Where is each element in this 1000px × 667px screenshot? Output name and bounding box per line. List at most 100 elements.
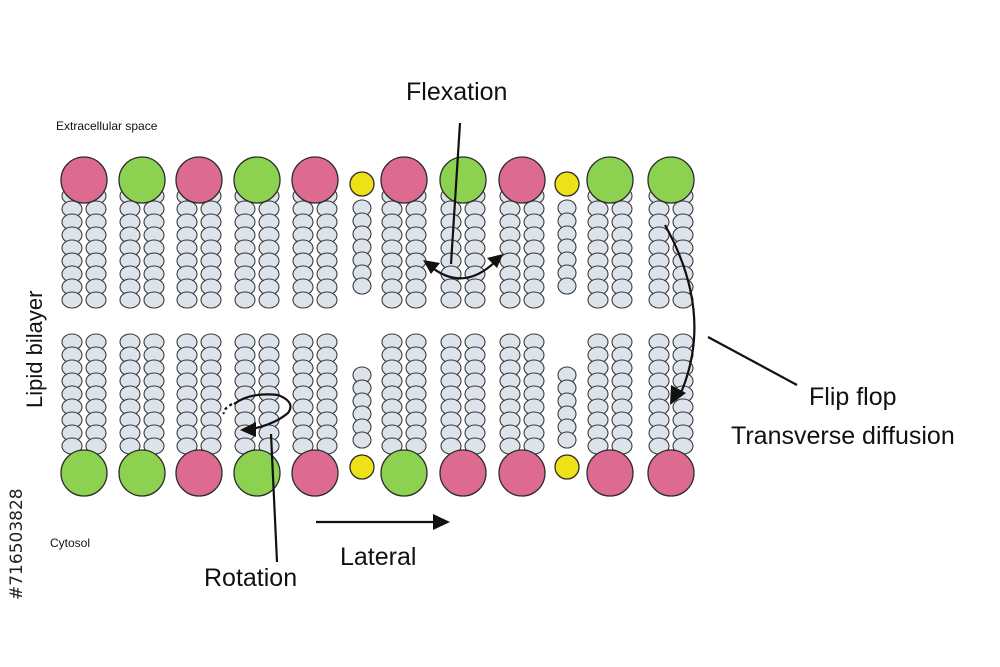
lipid-head-green — [118, 156, 166, 204]
top-tail-right — [258, 187, 280, 309]
top-tail-right — [85, 187, 107, 309]
top-tail-left — [587, 187, 609, 309]
tail-bead — [234, 291, 256, 309]
tail-bead — [464, 291, 486, 309]
tail-bead — [672, 291, 694, 309]
tail-bead — [523, 291, 545, 309]
rotation-dashed-back — [222, 403, 233, 415]
bottom-tail-right — [611, 333, 633, 455]
lipid-head-green — [586, 156, 634, 204]
bottom-tail-right — [85, 333, 107, 455]
lipid-tails — [61, 187, 694, 455]
lipid-head-yellow — [554, 454, 580, 480]
bottom-tail-right — [464, 333, 486, 455]
tail-bead — [611, 291, 633, 309]
tail-bead — [557, 431, 577, 449]
tail-bead — [352, 277, 372, 295]
lipid-head-pink — [498, 449, 546, 497]
extracellular-space-label: Extracellular space — [56, 119, 158, 133]
tail-bead — [61, 291, 83, 309]
bottom-tail-short — [557, 366, 577, 449]
flexation-pointer-line — [449, 122, 462, 265]
lipid-head-green — [233, 156, 281, 204]
bottom-tail-left — [234, 333, 256, 455]
lipid-head-green — [118, 449, 166, 497]
rotation-label: Rotation — [204, 564, 297, 592]
top-tail-right — [200, 187, 222, 309]
tail-bead — [119, 291, 141, 309]
lipid-head-pink — [439, 449, 487, 497]
flexation-label: Flexation — [406, 78, 507, 106]
lipid-bilayer-label: Lipid bilayer — [22, 291, 47, 408]
tail-bead — [381, 291, 403, 309]
bottom-tail-left — [119, 333, 141, 455]
lipid-heads — [60, 156, 695, 497]
bottom-tail-right — [405, 333, 427, 455]
flip-flop-label: Flip flop — [809, 383, 897, 411]
lipid-head-yellow — [554, 171, 580, 197]
tail-bead — [352, 431, 372, 449]
rotation-arrowhead — [240, 422, 256, 437]
lipid-head-pink — [586, 449, 634, 497]
flip-flop-arrowhead — [670, 385, 686, 405]
lipid-head-pink — [291, 156, 339, 204]
tail-bead — [648, 291, 670, 309]
top-tail-short — [352, 199, 372, 295]
bottom-tail-right — [258, 333, 280, 455]
bottom-tail-right — [523, 333, 545, 455]
lipid-head-yellow — [349, 454, 375, 480]
tail-bead — [176, 291, 198, 309]
lateral-label: Lateral — [340, 543, 416, 571]
rotation-circular-arrow — [233, 393, 292, 431]
bottom-tail-right — [316, 333, 338, 455]
top-tail-left — [499, 187, 521, 309]
bottom-tail-left — [176, 333, 198, 455]
tail-bead — [440, 291, 462, 309]
top-tail-left — [381, 187, 403, 309]
flexation-curved-arrow — [429, 260, 497, 280]
bottom-tail-left — [587, 333, 609, 455]
tail-bead — [316, 291, 338, 309]
top-tail-left — [176, 187, 198, 309]
top-tail-short — [557, 199, 577, 295]
top-tail-right — [464, 187, 486, 309]
bottom-tail-left — [61, 333, 83, 455]
lipid-head-pink — [291, 449, 339, 497]
tail-bead — [587, 291, 609, 309]
lipid-head-pink — [175, 449, 223, 497]
top-tail-right — [143, 187, 165, 309]
transverse-diffusion-label: Transverse diffusion — [731, 422, 955, 450]
top-tail-left — [61, 187, 83, 309]
bottom-tail-left — [648, 333, 670, 455]
top-tail-right — [611, 187, 633, 309]
lipid-head-green — [233, 449, 281, 497]
cytosol-label: Cytosol — [50, 536, 90, 550]
lipid-head-green — [380, 449, 428, 497]
bottom-tail-left — [440, 333, 462, 455]
flip-flop-curved-arrow — [664, 224, 696, 396]
tail-bead — [292, 291, 314, 309]
top-tail-right — [523, 187, 545, 309]
bottom-tail-right — [143, 333, 165, 455]
tail-bead — [258, 291, 280, 309]
tail-bead — [85, 291, 107, 309]
top-tail-right — [405, 187, 427, 309]
flip-flop-pointer-line — [707, 336, 798, 386]
stock-id-watermark: #716503828 — [7, 488, 27, 600]
lipid-head-green — [60, 449, 108, 497]
lateral-arrowhead — [433, 514, 450, 530]
lipid-head-yellow — [349, 171, 375, 197]
lipid-head-pink — [380, 156, 428, 204]
tail-bead — [405, 291, 427, 309]
flexation-arrowhead-right — [487, 254, 503, 268]
bottom-tail-left — [381, 333, 403, 455]
top-tail-right — [316, 187, 338, 309]
lipid-head-pink — [498, 156, 546, 204]
flexation-arrowhead-left — [423, 260, 440, 274]
lipid-head-green — [647, 156, 695, 204]
top-tail-left — [292, 187, 314, 309]
lipid-head-pink — [60, 156, 108, 204]
rotation-pointer-line — [269, 433, 279, 563]
top-tail-left — [234, 187, 256, 309]
